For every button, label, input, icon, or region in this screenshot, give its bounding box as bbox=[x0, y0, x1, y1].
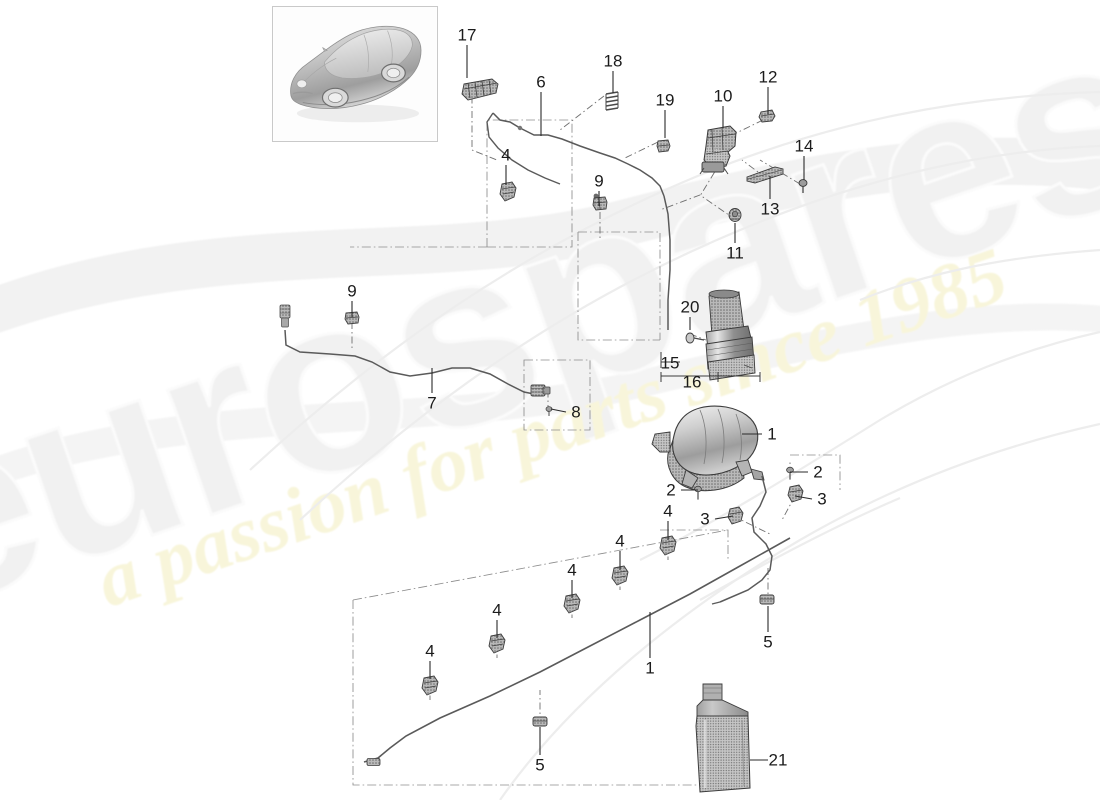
part-number-label: 19 bbox=[655, 90, 675, 110]
vehicle-thumbnail bbox=[272, 6, 438, 142]
part-5-grommets bbox=[532, 594, 775, 727]
part-17-clip-rail bbox=[461, 78, 499, 101]
vehicle-thumbnail-image bbox=[273, 7, 437, 141]
part-number-label: 2 bbox=[666, 480, 676, 500]
part-21-sealant-bottle bbox=[695, 683, 751, 793]
part-1-underbody-line bbox=[363, 475, 791, 766]
part-12-clip bbox=[758, 109, 776, 123]
part-number-label: 11 bbox=[726, 243, 744, 263]
part-number-label: 21 bbox=[768, 750, 788, 770]
part-18-spring-clip bbox=[605, 91, 619, 111]
part-number-label: 5 bbox=[763, 632, 773, 652]
part-number-label: 16 bbox=[682, 372, 702, 392]
part-number-label: 1 bbox=[645, 658, 655, 678]
part-number-label: 13 bbox=[760, 199, 780, 219]
part-number-label: 12 bbox=[758, 67, 778, 87]
part-number-label: 20 bbox=[680, 297, 700, 317]
part-number-label: 5 bbox=[535, 755, 545, 775]
part-number-label: 14 bbox=[794, 136, 814, 156]
part-number-label: 17 bbox=[457, 25, 477, 45]
part-number-label: 9 bbox=[347, 281, 357, 301]
part-number-label: 2 bbox=[813, 462, 823, 482]
leader-line bbox=[794, 495, 813, 500]
part-number-label: 7 bbox=[427, 393, 437, 413]
part-number-label: 4 bbox=[501, 145, 511, 165]
part-number-label: 9 bbox=[594, 171, 604, 191]
leader-line bbox=[714, 515, 734, 520]
part-3-clips bbox=[727, 484, 804, 525]
part-number-label: 4 bbox=[615, 531, 625, 551]
part-number-label: 8 bbox=[571, 402, 581, 422]
part-number-label: 15 bbox=[660, 353, 680, 373]
part-number-label: 1 bbox=[767, 424, 777, 444]
part-number-label: 3 bbox=[700, 509, 710, 529]
part-number-label: 4 bbox=[492, 600, 502, 620]
part-number-label: 10 bbox=[713, 86, 733, 106]
part-number-label: 4 bbox=[425, 641, 435, 661]
part-number-label: 4 bbox=[663, 501, 673, 521]
part-number-label: 6 bbox=[536, 72, 546, 92]
part-number-label: 3 bbox=[817, 489, 827, 509]
part-number-label: 4 bbox=[567, 560, 577, 580]
part-number-label: 18 bbox=[603, 51, 623, 71]
